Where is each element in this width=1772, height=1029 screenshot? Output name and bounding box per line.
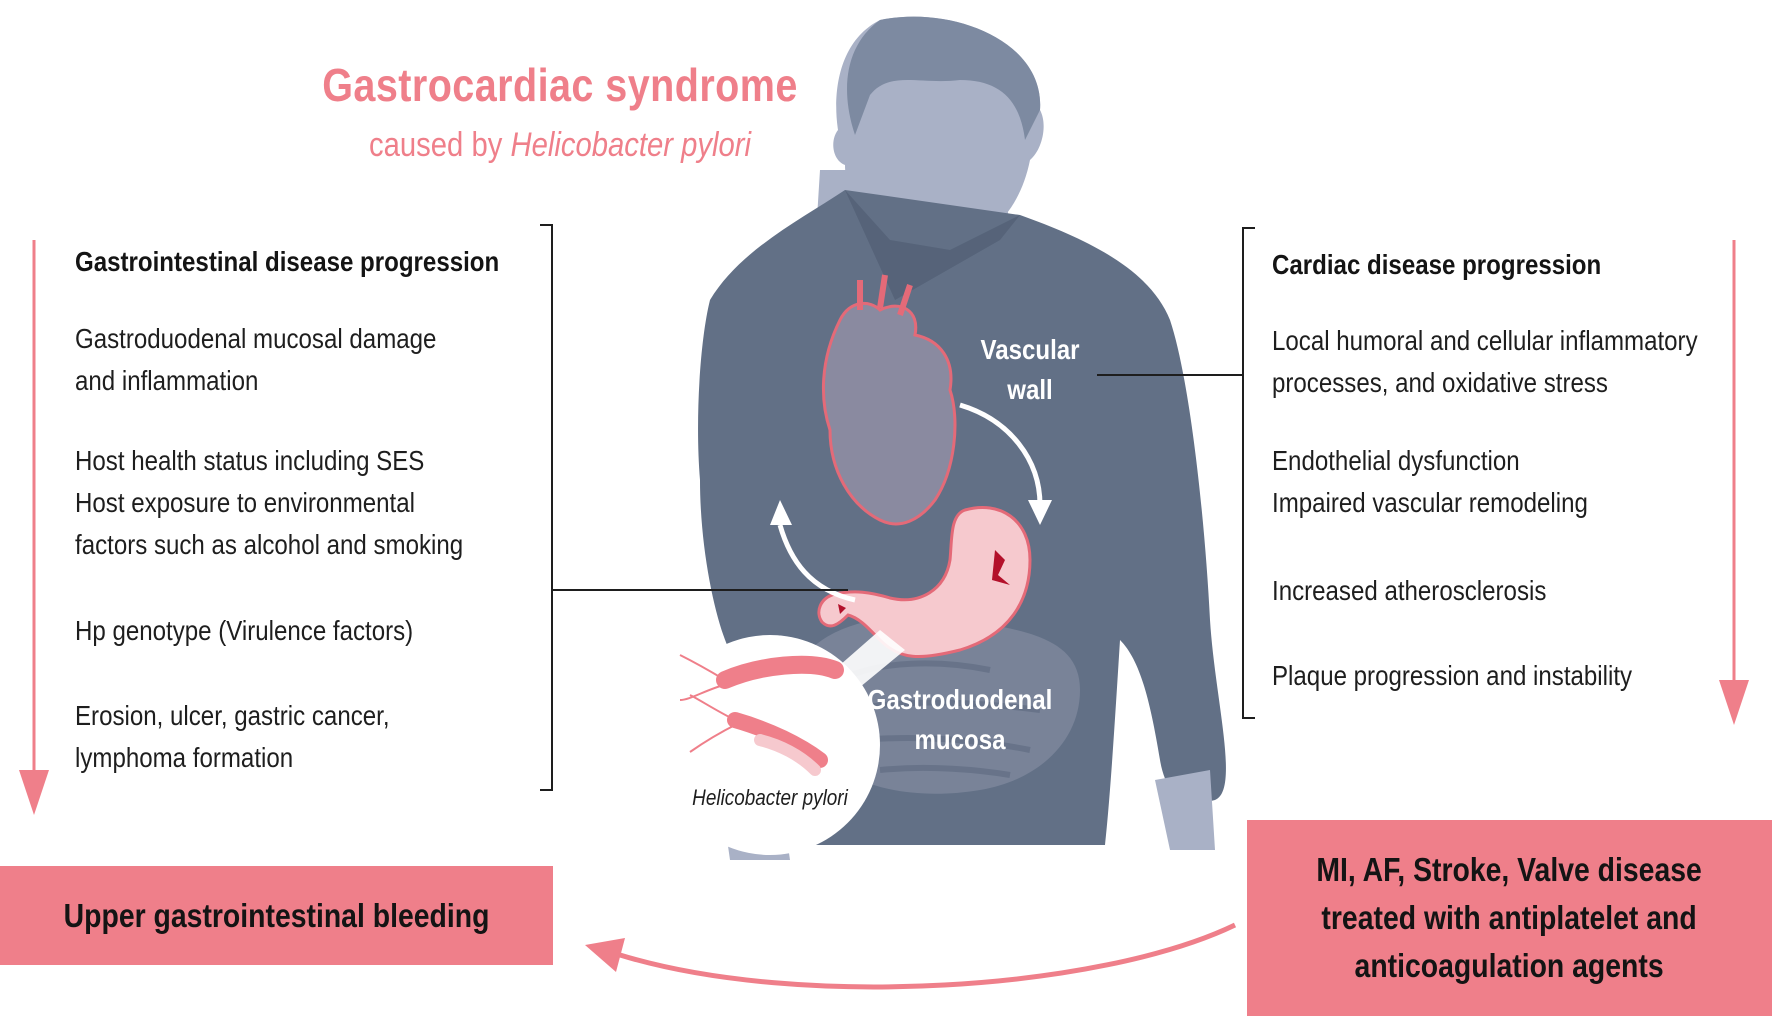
gi-item-hp-genotype: Hp genotype (Virulence factors) xyxy=(75,615,414,646)
subtitle-organism: Helicobacter pylori xyxy=(510,126,751,164)
vascular-wall-label: Vascular wall xyxy=(980,334,1080,405)
gi-item-mucosal-damage: Gastroduodenal mucosal damage and inflam… xyxy=(75,323,437,396)
helicobacter-label: Helicobacter pylori xyxy=(692,785,848,810)
right-progression-arrow xyxy=(1719,240,1749,725)
gastroduodenal-mucosa-label: Gastroduodenal mucosa xyxy=(867,684,1053,755)
bottom-return-arrow xyxy=(585,922,1237,990)
gi-progression-heading: Gastrointestinal disease progression xyxy=(75,246,500,277)
left-bracket xyxy=(540,224,848,791)
cardiac-progression-heading: Cardiac disease progression xyxy=(1272,249,1602,280)
cardiac-item-atherosclerosis: Increased atherosclerosis xyxy=(1272,575,1547,606)
right-bracket xyxy=(1097,227,1255,719)
subtitle-prefix: caused by xyxy=(369,126,511,164)
cardiac-outcome-text: MI, AF, Stroke, Valve disease treated wi… xyxy=(1316,851,1703,984)
cardiac-outcome-box: MI, AF, Stroke, Valve disease treated wi… xyxy=(1247,820,1772,1016)
gi-bleeding-outcome-box: Upper gastrointestinal bleeding xyxy=(0,866,553,965)
gi-item-host-factors: Host health status including SES Host ex… xyxy=(75,445,464,560)
heart-organ xyxy=(822,274,957,526)
gi-bleeding-outcome-text: Upper gastrointestinal bleeding xyxy=(63,896,490,934)
cycle-arrows xyxy=(770,402,1052,603)
cardiac-item-plaque: Plaque progression and instability xyxy=(1272,660,1633,691)
gi-item-erosion-ulcer: Erosion, ulcer, gastric cancer, lymphoma… xyxy=(75,700,390,773)
cardiac-item-endothelial: Endothelial dysfunction Impaired vascula… xyxy=(1272,445,1588,518)
stomach-organ xyxy=(817,505,1032,659)
left-progression-arrow xyxy=(19,240,49,815)
cardiac-item-inflammation: Local humoral and cellular inflammatory … xyxy=(1272,325,1698,398)
bacteria-magnifier xyxy=(660,630,905,855)
page-subtitle: caused by Helicobacter pylori xyxy=(250,126,869,165)
page-title: Gastrocardiac syndrome xyxy=(322,59,798,111)
